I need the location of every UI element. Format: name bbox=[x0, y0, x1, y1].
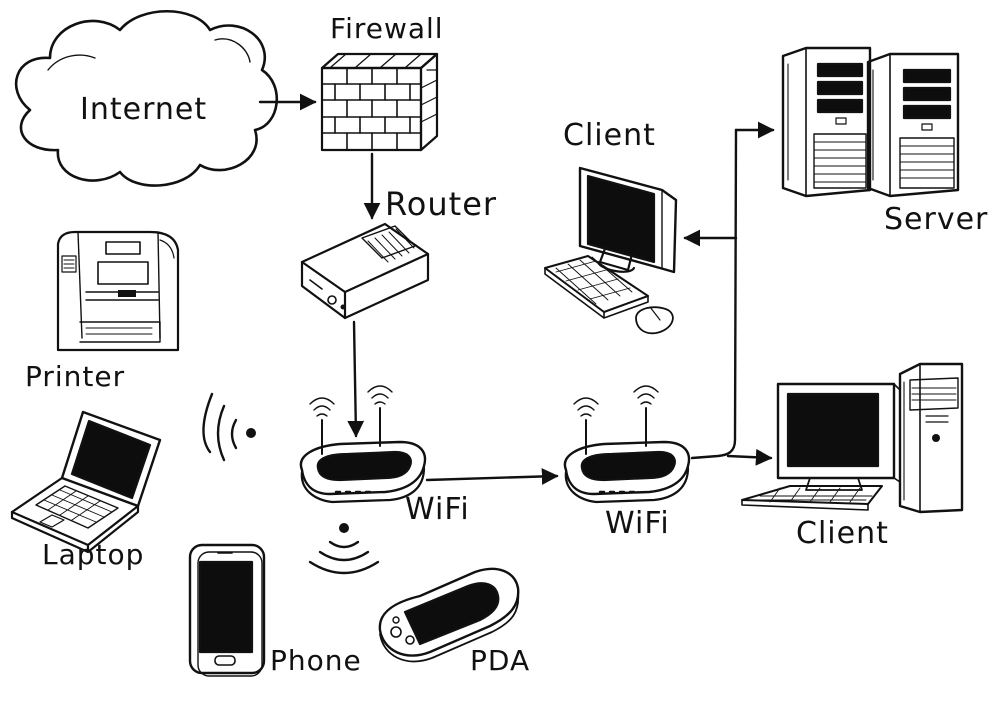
label-client-top: Client bbox=[563, 118, 656, 153]
wireless-signal-icon bbox=[308, 523, 380, 575]
link-router-wifi bbox=[347, 320, 365, 438]
server-icon bbox=[781, 46, 960, 198]
label-wifi-right: WiFi bbox=[605, 506, 670, 541]
router-icon bbox=[300, 222, 430, 320]
pda-icon bbox=[378, 567, 520, 663]
firewall-icon bbox=[320, 52, 439, 152]
label-printer: Printer bbox=[25, 360, 126, 393]
label-phone: Phone bbox=[270, 644, 362, 677]
phone-icon bbox=[188, 543, 266, 677]
cloud-icon bbox=[14, 10, 278, 187]
link-backbone bbox=[683, 121, 775, 466]
label-firewall: Firewall bbox=[330, 12, 444, 45]
wireless-signal-icon bbox=[202, 392, 256, 462]
label-server: Server bbox=[884, 202, 989, 237]
wifi-access-point-icon bbox=[299, 385, 427, 504]
wifi-access-point-icon bbox=[563, 385, 691, 504]
printer-icon bbox=[56, 230, 180, 352]
label-pda: PDA bbox=[470, 644, 531, 677]
desktop-computer-icon bbox=[741, 362, 964, 514]
label-laptop: Laptop bbox=[42, 538, 145, 571]
desktop-computer-icon bbox=[544, 166, 678, 335]
label-internet: Internet bbox=[80, 92, 208, 127]
label-router: Router bbox=[385, 185, 498, 223]
link-wifi-wifi bbox=[425, 468, 559, 485]
label-wifi-left: WiFi bbox=[405, 492, 470, 527]
label-client-bottom: Client bbox=[796, 516, 889, 551]
laptop-icon bbox=[10, 410, 162, 554]
